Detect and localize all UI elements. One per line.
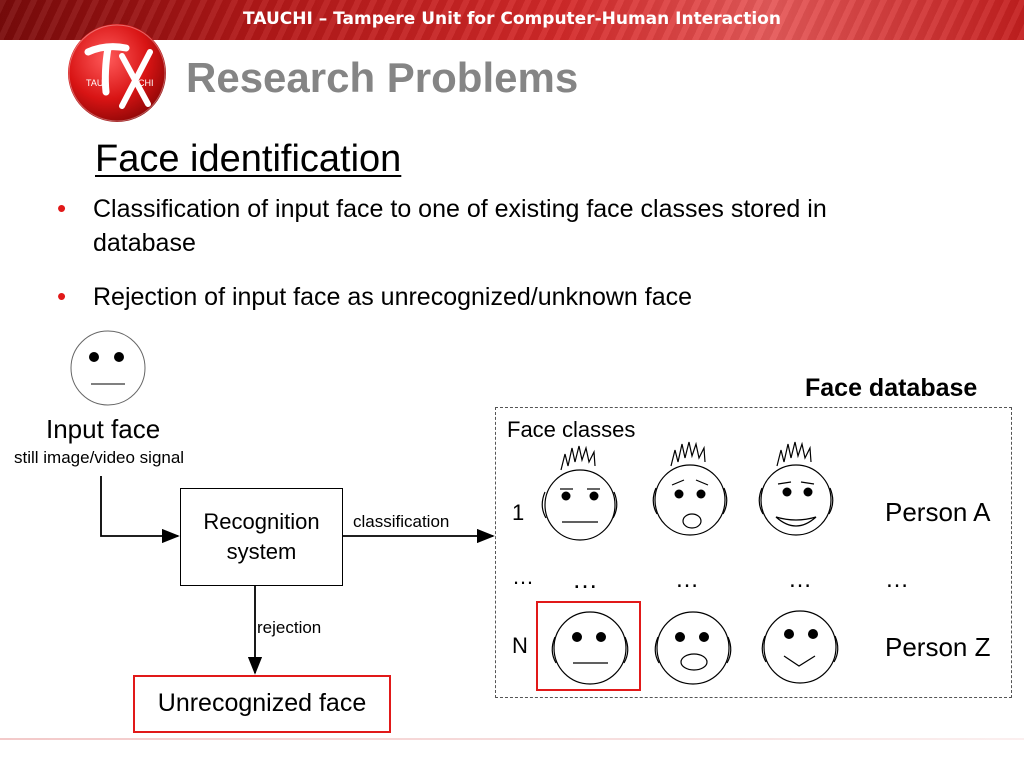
- input-face-icon: [70, 330, 146, 406]
- slide-title: Research Problems: [186, 54, 579, 101]
- section-title: Face identification: [95, 138, 402, 180]
- face-database-box: [495, 407, 1012, 698]
- ellipsis-col-3: …: [788, 566, 812, 593]
- input-arrow: [100, 476, 180, 544]
- ellipsis-index: …: [512, 564, 534, 589]
- ellipsis-col-1: …: [572, 564, 598, 594]
- bullet-marker: •: [57, 281, 67, 311]
- ellipsis-col-4: …: [885, 566, 909, 593]
- recognition-system-box: Recognition system: [180, 488, 343, 586]
- person-z-label: Person Z: [885, 632, 991, 662]
- bullet-marker: •: [57, 193, 67, 223]
- rejection-label: rejection: [257, 618, 322, 637]
- face-person-a-surprised: [652, 441, 728, 536]
- logo-right-text: CHI: [138, 78, 154, 88]
- face-person-z-surprised: [654, 611, 732, 685]
- face-classes-label: Face classes: [507, 417, 636, 442]
- row-index-last: N: [512, 633, 528, 658]
- matched-face-highlight: [536, 601, 641, 691]
- face-person-z-smiling: [761, 610, 839, 684]
- classification-label: classification: [353, 512, 450, 531]
- footer-divider: [0, 738, 1024, 740]
- face-database-title: Face database: [805, 374, 978, 402]
- arrows: [100, 476, 495, 675]
- tauchi-logo: TAU CHI: [68, 24, 166, 122]
- banner-text: TAUCHI – Tampere Unit for Computer-Human…: [243, 9, 781, 29]
- bullet-item-classification: Classification of input face to one of e…: [93, 195, 827, 257]
- recognition-system-label: Recognition system: [203, 509, 320, 564]
- logo-left-text: TAU: [86, 78, 103, 88]
- ellipsis-col-2: …: [675, 566, 699, 593]
- bullet-item-rejection: Rejection of input face as unrecognized/…: [93, 283, 692, 311]
- face-person-a-neutral: [541, 445, 618, 541]
- unrecognized-face-box: [133, 675, 391, 733]
- input-face-sublabel: still image/video signal: [14, 448, 185, 467]
- person-a-label: Person A: [885, 497, 991, 527]
- face-person-z-neutral: [551, 611, 629, 685]
- face-person-a-smiling: [758, 441, 834, 536]
- row-index-first: 1: [512, 500, 525, 525]
- header-banner: TAUCHI – Tampere Unit for Computer-Human…: [0, 0, 1024, 40]
- input-face-label: Input face: [46, 414, 161, 444]
- unrecognized-face-label: Unrecognized face: [157, 689, 367, 717]
